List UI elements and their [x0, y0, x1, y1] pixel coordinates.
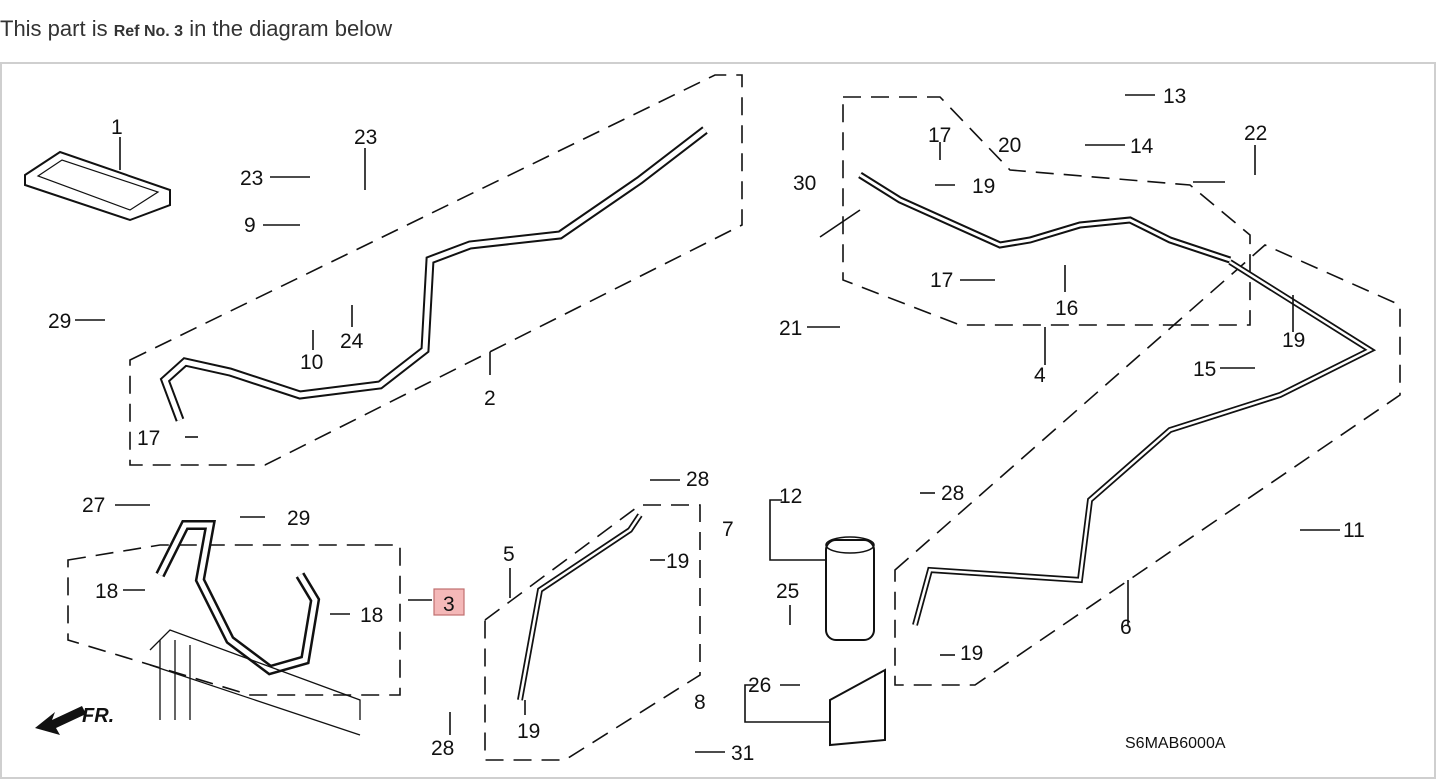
- callout-13: 13: [1163, 85, 1186, 108]
- callout-19b: 19: [1282, 329, 1305, 352]
- caption-suffix: in the diagram below: [189, 16, 393, 41]
- callout-28b: 28: [941, 482, 964, 505]
- callout-17b: 17: [928, 124, 951, 147]
- callout-26: 26: [748, 674, 771, 697]
- callout-17c: 17: [930, 269, 953, 292]
- callout-23b: 23: [354, 126, 377, 149]
- callout-8: 8: [694, 691, 706, 714]
- condenser: [149, 629, 361, 736]
- callout-21: 21: [779, 317, 802, 340]
- part-caption: This part is Ref No. 3 in the diagram be…: [0, 16, 392, 45]
- callout-29a: 29: [48, 310, 71, 333]
- callout-labels: 1 2 3 4 5 6 7 8 9 10 11 12 13 14 15 16 1…: [48, 85, 1365, 765]
- fr-label: FR.: [82, 705, 114, 727]
- callout-19d: 19: [960, 642, 983, 665]
- callout-22: 22: [1244, 122, 1267, 145]
- callout-29b: 29: [287, 507, 310, 530]
- group-box-5: [484, 504, 701, 761]
- group-box-6: [894, 244, 1401, 686]
- callout-28a: 28: [686, 468, 709, 491]
- callout-18a: 18: [95, 580, 118, 603]
- callout-19a: 19: [972, 175, 995, 198]
- callout-15: 15: [1193, 358, 1216, 381]
- callout-23a: 23: [240, 167, 263, 190]
- callout-24: 24: [340, 330, 364, 353]
- group-box-2: [129, 74, 743, 466]
- caption-ref: Ref No. 3: [113, 23, 184, 40]
- callout-19e: 19: [517, 720, 540, 743]
- caption-prefix: This part is: [0, 16, 108, 41]
- callout-1: 1: [111, 116, 123, 139]
- callout-18b: 18: [360, 604, 383, 627]
- callout-3: 3: [443, 593, 455, 616]
- callout-12: 12: [779, 485, 802, 508]
- callout-19c: 19: [666, 550, 689, 573]
- callout-30: 30: [793, 172, 816, 195]
- callout-10: 10: [300, 351, 323, 374]
- callout-16: 16: [1055, 297, 1078, 320]
- drier-bracket: [829, 668, 886, 747]
- pipe-4: [858, 172, 1232, 264]
- diagram-code: S6MAB6000A: [1125, 735, 1226, 752]
- callout-9: 9: [244, 214, 256, 237]
- group-box-4: [842, 96, 1251, 326]
- callout-4: 4: [1034, 364, 1046, 387]
- callout-31: 31: [731, 742, 754, 765]
- callout-11: 11: [1343, 519, 1365, 542]
- callout-14: 14: [1130, 135, 1154, 158]
- callout-28c: 28: [431, 737, 454, 760]
- callout-25: 25: [776, 580, 799, 603]
- highlight-box-3: [433, 588, 465, 616]
- callout-5: 5: [503, 543, 515, 566]
- fr-arrow: FR.: [35, 705, 114, 735]
- callout-2: 2: [484, 387, 496, 410]
- callout-27: 27: [82, 494, 105, 517]
- pad-part: [24, 150, 171, 222]
- group-box-3: [67, 544, 401, 696]
- callout-17a: 17: [137, 427, 160, 450]
- callout-7: 7: [722, 518, 734, 541]
- receiver-drier: [825, 539, 875, 641]
- callout-6: 6: [1120, 616, 1132, 639]
- callout-20: 20: [998, 134, 1021, 157]
